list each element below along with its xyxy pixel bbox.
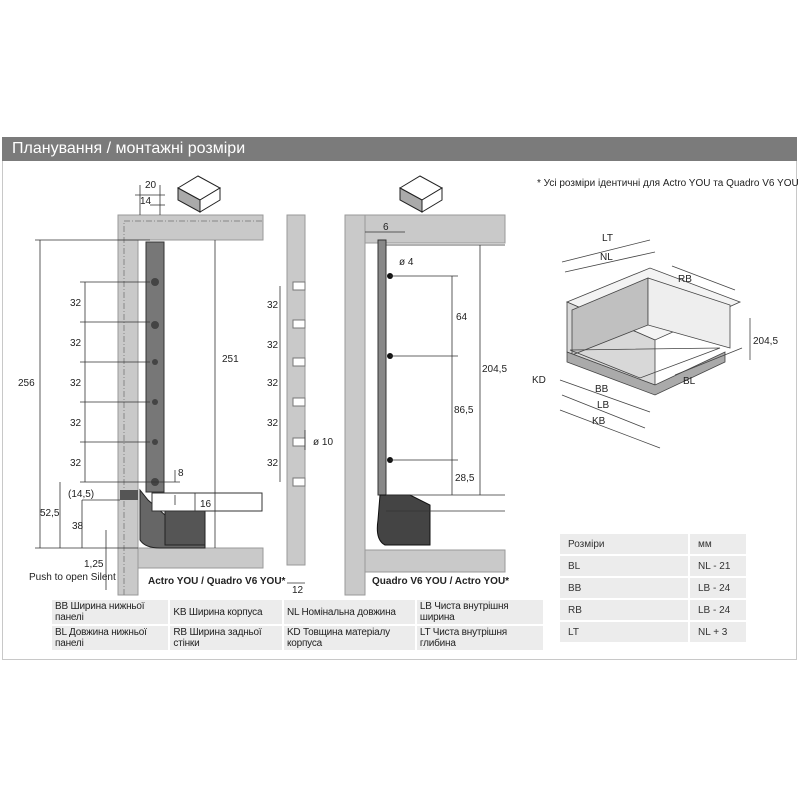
dimension-label: NL + 3 xyxy=(688,622,746,642)
dim-hole: ø 10 xyxy=(313,437,333,448)
iso-bb: BB xyxy=(595,384,609,395)
dim-204-5: 204,5 xyxy=(482,364,507,375)
dim-20: 20 xyxy=(145,180,157,191)
dim-38: 38 xyxy=(72,521,84,532)
dimension-label: 32 xyxy=(70,378,82,389)
dimension-label: 32 xyxy=(70,338,82,349)
legend-item: KD Товщина матеріалу корпуса xyxy=(283,626,415,650)
iso-kb: KB xyxy=(592,416,606,427)
iso-lt: LT xyxy=(602,233,613,244)
dim-12: 12 xyxy=(292,585,304,596)
dimension-label: 32 xyxy=(267,378,279,389)
push-to-open-label: Push to open Silent xyxy=(29,572,116,583)
iso-bl: BL xyxy=(683,376,696,387)
legend-row: BL Довжина нижньої панелі RB Ширина задн… xyxy=(52,626,543,650)
dimension-label: 32 xyxy=(70,298,82,309)
dimension-label: 32 xyxy=(267,418,279,429)
legend-row: BB Ширина нижньої панелі KB Ширина корпу… xyxy=(52,600,543,624)
abbreviation-legend: BB Ширина нижньої панелі KB Ширина корпу… xyxy=(50,598,545,652)
page-title: Планування / монтажні розміри xyxy=(2,137,797,161)
dim-14: 14 xyxy=(140,196,152,207)
dimension-label: LB - 24 xyxy=(688,600,746,620)
legend-item: BL Довжина нижньої панелі xyxy=(52,626,169,650)
right-caption: Quadro V6 YOU / Actro YOU* xyxy=(372,576,509,587)
note-text: * Усі розміри ідентичні для Actro YOU та… xyxy=(537,178,799,189)
dimension-label: 32 xyxy=(267,340,279,351)
dim-251: 251 xyxy=(222,354,239,365)
drawer-box-icon xyxy=(176,175,222,213)
iso-height: 204,5 xyxy=(753,336,778,347)
middle-drawing: 32 32 32 32 32 ø 10 12 xyxy=(267,214,333,596)
dim-52-5: 52,5 xyxy=(40,508,60,519)
dimension-label: RB xyxy=(560,600,688,620)
iso-nl: NL xyxy=(600,252,613,263)
dimension-label: LB - 24 xyxy=(688,578,746,598)
dim-d4: ø 4 xyxy=(399,257,414,268)
dim-14-5: (14,5) xyxy=(68,489,94,500)
iso-lb: LB xyxy=(597,400,610,411)
legend-item: KB Ширина корпуса xyxy=(170,600,282,624)
drawer-box-icon xyxy=(398,175,444,213)
dimension-label: BB xyxy=(560,578,688,598)
dimension-label: BL xyxy=(560,556,688,576)
dimension-label: 32 xyxy=(70,418,82,429)
legend-item: BB Ширина нижньої панелі xyxy=(52,600,169,624)
dim-8: 8 xyxy=(178,468,184,479)
dimension-label: NL - 21 xyxy=(688,556,746,576)
dimension-label: 32 xyxy=(267,300,279,311)
left-caption: Actro YOU / Quadro V6 YOU* xyxy=(148,576,286,587)
dimension-label: LT xyxy=(560,622,688,642)
dimension-label: 32 xyxy=(267,458,279,469)
dim-28-5: 28,5 xyxy=(455,473,475,484)
iso-drawer-drawing xyxy=(559,239,751,449)
iso-rb: RB xyxy=(678,274,692,285)
dimension-label: Розміри xyxy=(560,534,688,554)
dim-256: 256 xyxy=(18,378,35,389)
dim-86-5: 86,5 xyxy=(454,405,474,416)
dim-16: 16 xyxy=(200,499,212,510)
dim-6: 6 xyxy=(383,222,389,233)
iso-kd: KD xyxy=(532,375,546,386)
dimension-label: мм xyxy=(688,534,746,554)
left-drawing: 20 14 256 251 32 32 32 32 32 8 (14,5) 16 52,… xyxy=(18,175,286,596)
legend-item: RB Ширина задньої стінки xyxy=(170,626,282,650)
right-drawing: 6 ø 4 64 86,5 28,5 204,5 Quadro V6 YOU /… xyxy=(344,175,509,596)
legend-item: NL Номінальна довжина xyxy=(283,600,415,624)
legend-item: LT Чиста внутрішня глибина xyxy=(416,626,543,650)
content-frame xyxy=(2,137,797,660)
legend-item: LB Чиста внутрішня ширина xyxy=(416,600,543,624)
dimension-label: 32 xyxy=(70,458,82,469)
dim-1-25: 1,25 xyxy=(84,559,104,570)
dim-64: 64 xyxy=(456,312,468,323)
